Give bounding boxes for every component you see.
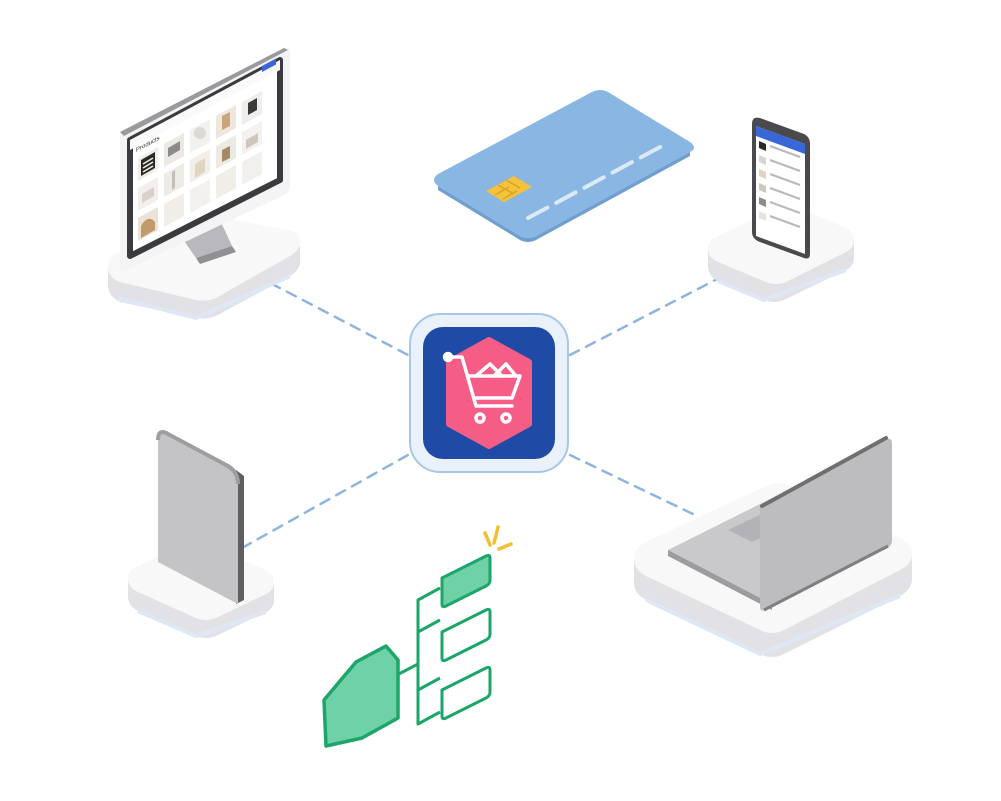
sparkle-icon [483,525,513,551]
monitor-screen-accent-button [262,58,276,72]
connector-lines [240,273,727,550]
laptop-device [634,436,912,657]
connector-kiosk [240,453,410,550]
laptop-lid [760,438,892,611]
tree-node-active [440,553,492,609]
card-stripe [526,144,664,220]
monitor-screen: Products [127,57,283,259]
kiosk-panel [158,432,238,604]
desktop-monitor-device: Products [108,47,300,321]
tree-node-3 [440,665,492,721]
connector-monitor [253,273,410,357]
tree-root-node [322,644,400,748]
credit-card-icon [434,90,694,242]
connector-phone [568,273,727,357]
smartphone-device [708,117,854,303]
kiosk-device [128,430,274,639]
card-chip [486,176,532,202]
phone-header-bar [756,126,805,154]
commerce-hub [409,313,569,473]
tree-connectors [394,586,441,726]
shopping-cart-icon [442,351,522,424]
tree-node-2 [440,607,492,663]
phone-list [759,141,801,228]
product-grid [138,91,262,241]
workflow-tree-icon [322,525,513,748]
connector-laptop [568,453,697,517]
